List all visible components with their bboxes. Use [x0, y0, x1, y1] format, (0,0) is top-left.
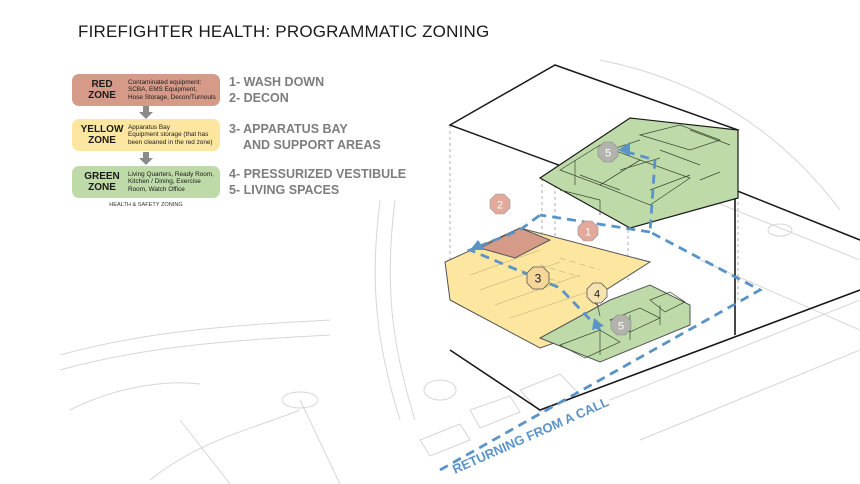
step-wash-down: 1- WASH DOWN — [229, 75, 325, 89]
green-zone-name-line1: GREEN — [84, 171, 120, 182]
yellow-zone-desc-line3: been cleaned in the red zone) — [128, 138, 213, 146]
marker-5-upper-label: 5 — [605, 148, 611, 160]
route-label: RETURNING FROM A CALL — [450, 394, 611, 477]
marker-3: 3 — [526, 266, 550, 290]
red-zone-desc-line2: SCBA, EMS Equipment, — [128, 86, 197, 94]
green-zone-desc-line2: Kitchen / Dining, Exercise — [128, 178, 201, 186]
marker-4: 4 — [586, 282, 608, 317]
marker-3-label: 3 — [535, 272, 542, 286]
green-zone-desc-line1: Living Quarters, Ready Room, — [128, 170, 214, 178]
red-zone-name-line2: ZONE — [88, 90, 116, 101]
red-zone-desc-line3: Hose Storage, Decon/Turnouts — [128, 93, 216, 101]
step-pressurized-vestibule: 4- PRESSURIZED VESTIBULE — [229, 167, 407, 181]
marker-2-label: 2 — [497, 200, 503, 212]
page-title: FIREFIGHTER HEALTH: PROGRAMMATIC ZONING — [78, 22, 490, 41]
red-zone-box: RED ZONE Contaminated equipment: SCBA, E… — [72, 74, 220, 106]
marker-4-label: 4 — [594, 289, 600, 301]
marker-5-upper: 5 — [597, 141, 619, 163]
yellow-zone-box: YELLOW ZONE Apparatus Bay Equipment stor… — [72, 119, 220, 151]
yellow-zone-desc-line1: Apparatus Bay — [128, 123, 170, 131]
green-zone-name: GREEN ZONE — [76, 171, 128, 193]
marker-1: 1 — [577, 220, 599, 242]
legend-caption: HEALTH & SAFETY ZONING — [109, 202, 183, 208]
down-arrow-icon — [139, 152, 153, 165]
yellow-zone-name-line2: ZONE — [88, 135, 116, 146]
down-arrow-icon — [139, 106, 153, 119]
zoning-legend: RED ZONE Contaminated equipment: SCBA, E… — [66, 68, 222, 214]
yellow-zone-desc-line2: Equipment storage (that has — [128, 131, 209, 139]
step-decon: 2- DECON — [229, 91, 289, 105]
step-apparatus-bay: 3- APPARATUS BAY — [229, 122, 348, 136]
arrowhead-icon — [470, 240, 485, 250]
green-zone-desc-line3: Room, Watch Office — [128, 185, 185, 193]
upper-floor — [448, 64, 740, 229]
red-zone-description: Contaminated equipment: SCBA, EMS Equipm… — [128, 79, 216, 102]
marker-2: 2 — [489, 193, 511, 215]
route-arrowheads — [470, 142, 630, 330]
green-zone-description: Living Quarters, Ready Room, Kitchen / D… — [128, 171, 216, 194]
marker-5-lower-label: 5 — [618, 321, 624, 333]
red-zone-name-line1: RED — [91, 79, 113, 90]
step-support-areas: AND SUPPORT AREAS — [243, 138, 381, 152]
marker-1-label: 1 — [585, 227, 591, 239]
green-zone-name-line2: ZONE — [88, 182, 116, 193]
arrowhead-icon — [618, 142, 630, 156]
step-living-spaces: 5- LIVING SPACES — [229, 183, 340, 197]
arrowhead-icon — [592, 318, 604, 330]
yellow-zone-description: Apparatus Bay Equipment storage (that ha… — [128, 124, 216, 147]
red-zone-desc-line1: Contaminated equipment: — [128, 78, 202, 86]
marker-5-lower: 5 — [610, 314, 632, 336]
red-zone-name: RED ZONE — [76, 79, 128, 101]
green-zone-box: GREEN ZONE Living Quarters, Ready Room, … — [72, 166, 220, 198]
upper-floor-rooms — [559, 124, 731, 215]
step-list: 1- WASH DOWN 2- DECON 3- APPARATUS BAY A… — [229, 74, 406, 198]
yellow-zone-name: YELLOW ZONE — [76, 124, 128, 146]
yellow-zone-name-line1: YELLOW — [80, 124, 124, 135]
